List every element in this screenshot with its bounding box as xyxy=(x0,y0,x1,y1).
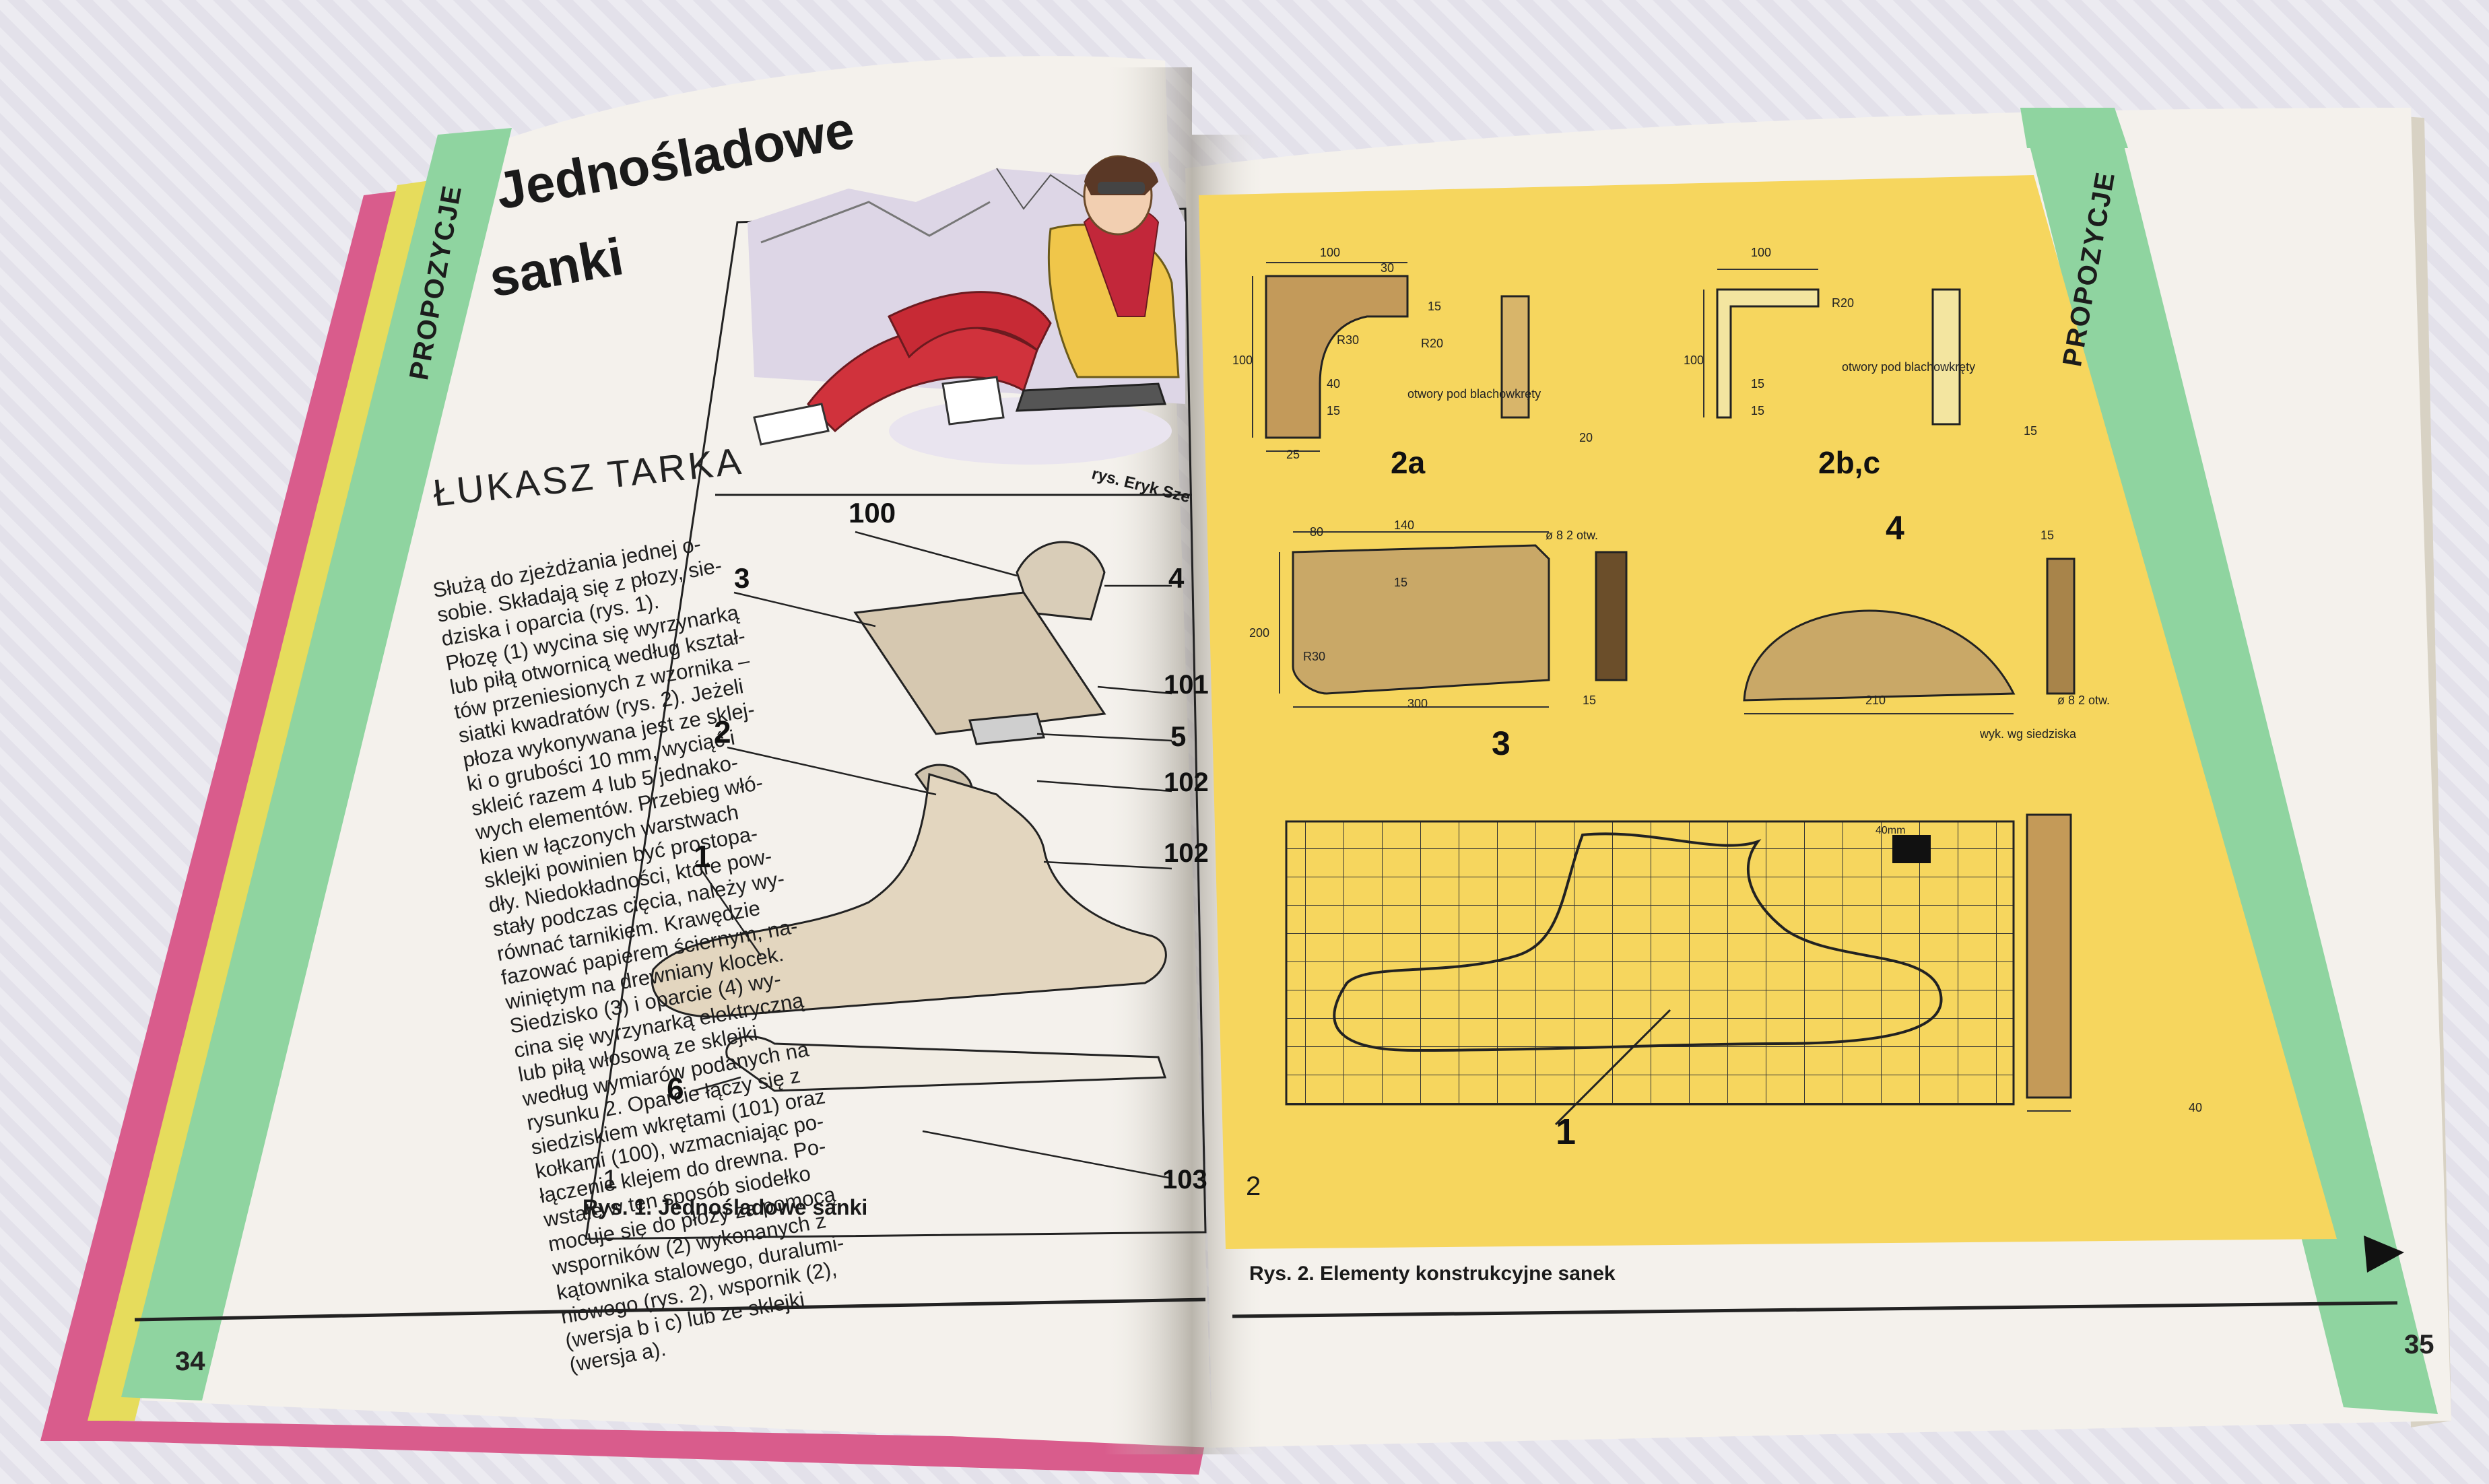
dim-2bc-15c: 15 xyxy=(2024,424,2038,438)
callout-100: 100 xyxy=(849,497,896,529)
dim-2a-20: 20 xyxy=(1579,431,1593,444)
callout-4: 4 xyxy=(1168,562,1185,594)
note-cutout: wyk. wg siedziska xyxy=(1980,727,2077,741)
dim-2bc-r20: R20 xyxy=(1832,296,1855,310)
dim-2a-100b: 100 xyxy=(1232,353,1253,367)
callout-101: 101 xyxy=(1164,670,1209,700)
page-number-right: 35 xyxy=(2404,1330,2434,1359)
part-label-2bc: 2b,c xyxy=(1818,445,1881,480)
plan-drawings xyxy=(1265,275,2076,1126)
callout-102-upper: 102 xyxy=(1164,768,1209,797)
callout-2: 2 xyxy=(714,714,731,749)
part-label-4: 4 xyxy=(1886,509,1904,547)
note-holes-4: ø 8 2 otw. xyxy=(2057,694,2111,707)
dim-2a-40: 40 xyxy=(1327,377,1341,391)
dim-3-140: 140 xyxy=(1394,518,1415,532)
exploded-sled-drawing xyxy=(651,541,1167,1092)
callout-5: 5 xyxy=(1170,720,1187,752)
part-label-3: 3 xyxy=(1492,724,1511,762)
dim-2a-100: 100 xyxy=(1320,246,1341,259)
callout-103: 103 xyxy=(1162,1165,1207,1194)
dim-3-15: 15 xyxy=(1394,576,1408,589)
note-grid-cell: 40mm xyxy=(1876,825,1906,836)
dim-3-r30: R30 xyxy=(1303,650,1326,663)
left-green-band xyxy=(121,128,512,1401)
dim-2a-15: 15 xyxy=(1428,300,1442,313)
callout-leaders xyxy=(693,531,1172,1180)
figure-1-number: 1 xyxy=(603,1165,618,1194)
callout-1: 1 xyxy=(694,839,711,874)
dim-3-300: 300 xyxy=(1407,697,1428,710)
dim-4-210: 210 xyxy=(1865,694,1886,707)
page-number-left: 34 xyxy=(175,1347,205,1376)
callout-6: 6 xyxy=(667,1071,684,1106)
part-label-1: 1 xyxy=(1556,1112,1577,1152)
callout-102-lower: 102 xyxy=(1164,838,1209,868)
note-holes-2bc: otwory pod blachowkręty xyxy=(1842,360,1976,374)
dim-2bc-15: 15 xyxy=(1751,377,1765,391)
note-holes-2a: otwory pod blachowkręty xyxy=(1407,387,1541,401)
dim-2a-r30: R30 xyxy=(1337,333,1360,347)
dimension-lines xyxy=(1252,262,2071,1112)
dim-1-40: 40 xyxy=(2189,1101,2203,1114)
dim-2a-15b: 15 xyxy=(1327,404,1341,417)
dim-2a-25: 25 xyxy=(1286,448,1300,461)
callout-3: 3 xyxy=(734,562,750,594)
rider-illustration xyxy=(748,155,1185,465)
right-green-band xyxy=(2020,108,2438,1414)
dim-2bc-15b: 15 xyxy=(1751,404,1765,417)
dim-2bc-100b: 100 xyxy=(1684,353,1704,367)
note-holes-3: ø 8 2 otw. xyxy=(1546,529,1599,542)
figure-2-number: 2 xyxy=(1246,1172,1261,1201)
dim-2a-30: 30 xyxy=(1381,261,1395,275)
dim-3-200: 200 xyxy=(1249,626,1270,640)
next-arrow-icon xyxy=(2364,1236,2404,1273)
dim-3-15b: 15 xyxy=(1583,694,1597,707)
dim-4-15: 15 xyxy=(2040,529,2055,542)
figure-2-caption: Rys. 2. Elementy konstrukcyjne sanek xyxy=(1249,1262,1616,1285)
dim-2a-r20: R20 xyxy=(1421,337,1444,350)
dim-2bc-100: 100 xyxy=(1751,246,1772,259)
part-label-2a: 2a xyxy=(1391,445,1426,480)
figure-1-caption: Rys. 1. Jednośladowe sanki xyxy=(583,1195,868,1219)
dim-3-80: 80 xyxy=(1310,525,1324,539)
